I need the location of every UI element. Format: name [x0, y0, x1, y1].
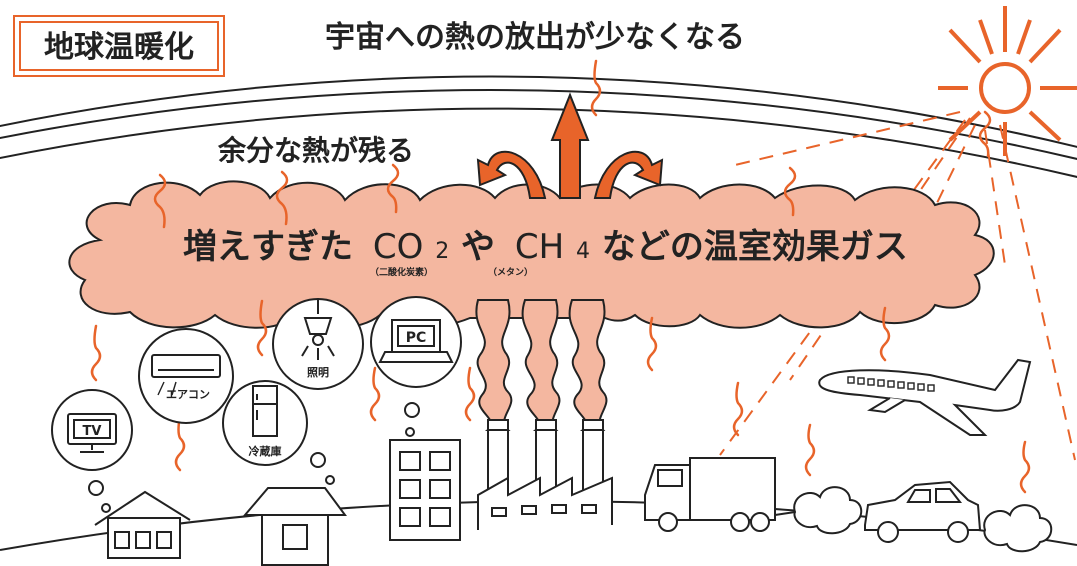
co2-sub: 2 [435, 239, 449, 264]
atmosphere-lines [0, 75, 1077, 178]
thought-bubble-tv [51, 389, 133, 513]
ch4-main: CH [515, 227, 564, 267]
tv-label: TV [83, 424, 102, 439]
aircon-label: エアコン [166, 388, 210, 401]
thought-bubble-light [272, 298, 364, 390]
car-exhaust [983, 504, 1053, 553]
house-middle [242, 487, 347, 566]
light-label: 照明 [307, 366, 329, 379]
thought-bubble-fridge [222, 380, 335, 485]
airplane-icon [818, 358, 1032, 436]
co2-main: CO [373, 227, 424, 267]
truck-icon [644, 457, 796, 532]
truck-exhaust [793, 486, 863, 535]
sun-icon [938, 6, 1077, 156]
outgoing-heat-arrows [476, 92, 664, 199]
ch4-note: （メタン） [488, 266, 533, 278]
title-text: 地球温暖化 [44, 30, 194, 65]
ch4-sub: 4 [576, 239, 590, 264]
car-icon [864, 480, 982, 543]
gas-label-part2: などの温室効果ガス [602, 227, 908, 267]
gas-layer-label: 増えすぎた CO 2 や CH 4 などの温室効果ガス [183, 227, 908, 267]
house-left [94, 490, 191, 559]
building [389, 439, 461, 541]
heat-wave-arrows [90, 59, 1031, 494]
pc-label: PC [406, 330, 427, 346]
thought-bubble-pc [370, 296, 462, 437]
co2-note: （二酸化炭素） [370, 266, 433, 278]
title-box: 地球温暖化 [13, 15, 225, 77]
fridge-label: 冷蔵庫 [249, 444, 282, 458]
gas-label-between: や [461, 227, 495, 267]
caption-heat-release: 宇宙への熱の放出が少なくなる [325, 20, 745, 55]
caption-remaining-heat: 余分な熱が残る [217, 134, 414, 167]
factory [477, 419, 613, 530]
gas-label-part1: 増えすぎた [183, 227, 353, 267]
thought-bubble-aircon [138, 328, 234, 424]
factory-smoke-columns [475, 299, 608, 431]
